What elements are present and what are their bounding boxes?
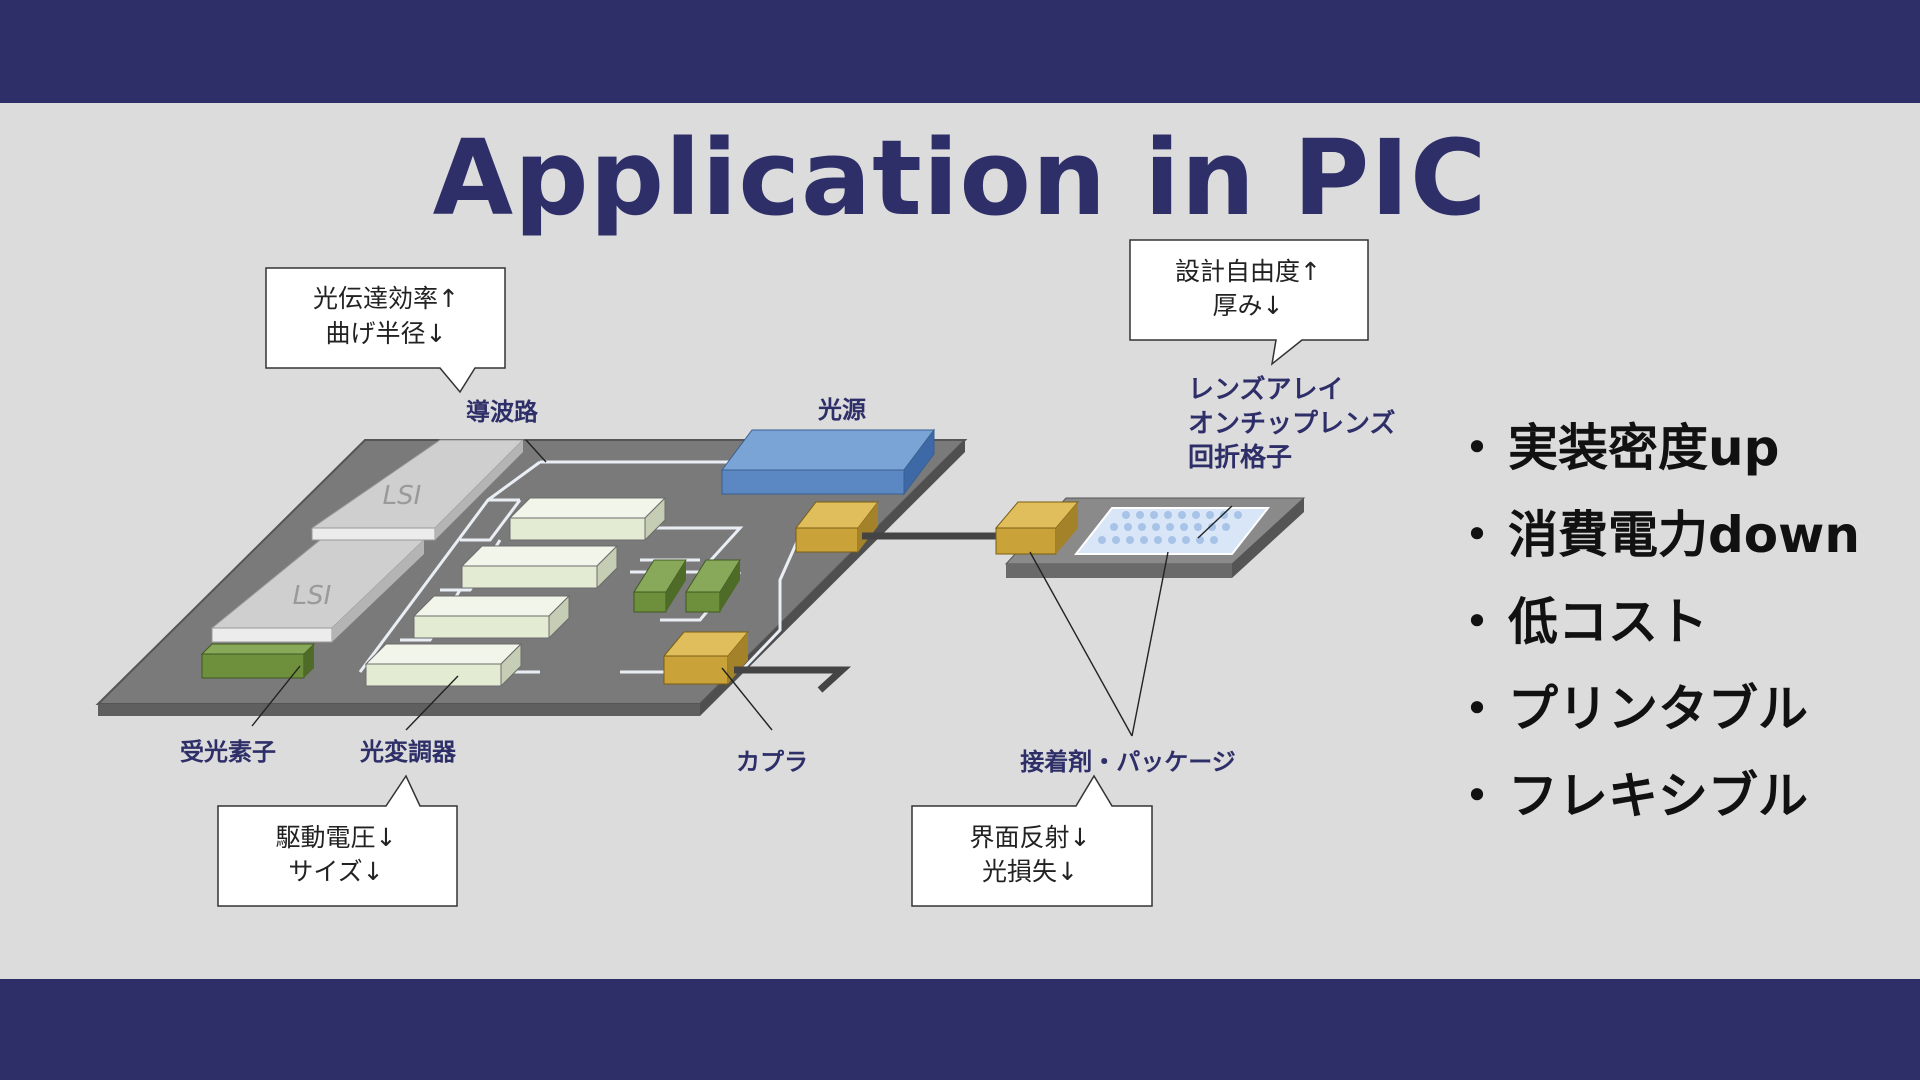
light-source bbox=[721, 428, 935, 496]
bullet-marker: ・ bbox=[1452, 593, 1502, 651]
benefit-item: ・プリンタブル bbox=[1452, 666, 1860, 753]
callout-lens: 設計自由度↑ 厚み↓ bbox=[1129, 239, 1369, 366]
callout-modulator: 駆動電圧↓ サイズ↓ bbox=[217, 774, 458, 907]
modulator-block-3 bbox=[412, 594, 571, 640]
callout-adhesive: 界面反射↓ 光損失↓ bbox=[911, 774, 1153, 907]
benefits-list: ・実装密度up ・消費電力down ・低コスト ・プリンタブル ・フレキシブル bbox=[1452, 405, 1860, 840]
lsi-label-1: LSI bbox=[383, 481, 422, 511]
callout-adhesive-line1: 界面反射↓ bbox=[970, 823, 1091, 852]
benefit-text: 実装密度up bbox=[1508, 419, 1780, 477]
modulator-block-4 bbox=[364, 642, 523, 688]
benefit-item: ・実装密度up bbox=[1452, 405, 1860, 492]
modulator-block-1 bbox=[508, 496, 667, 542]
adhesive-label: 接着剤・パッケージ bbox=[1020, 748, 1236, 776]
coupler-3 bbox=[994, 501, 1080, 555]
benefit-item: ・低コスト bbox=[1452, 579, 1860, 666]
coupler-1 bbox=[794, 501, 880, 553]
coupler-label: カプラ bbox=[736, 748, 808, 776]
bullet-marker: ・ bbox=[1452, 419, 1502, 477]
lens-label-line2: オンチップレンズ bbox=[1188, 408, 1395, 439]
lsi-chip-2 bbox=[210, 539, 426, 643]
benefit-item: ・フレキシブル bbox=[1452, 753, 1860, 840]
callout-lens-line2: 厚み↓ bbox=[1213, 291, 1284, 320]
benefit-text: 低コスト bbox=[1508, 593, 1708, 651]
main-board-edge bbox=[98, 704, 700, 716]
callout-lens-line1: 設計自由度↑ bbox=[1175, 257, 1321, 286]
waveguide-label: 導波路 bbox=[466, 398, 539, 426]
modulator-label: 光変調器 bbox=[359, 738, 457, 766]
green-element-1 bbox=[633, 559, 687, 613]
top-banner bbox=[0, 0, 1920, 103]
callout-waveguide-line1: 光伝達効率↑ bbox=[313, 284, 459, 313]
benefit-text: フレキシブル bbox=[1508, 767, 1808, 825]
coupler-2 bbox=[662, 631, 750, 685]
bullet-marker: ・ bbox=[1452, 506, 1502, 564]
lens-dots bbox=[1098, 511, 1242, 544]
lens-label-line3: 回折格子 bbox=[1188, 442, 1292, 473]
modulator-block-2 bbox=[460, 544, 619, 590]
green-element-2 bbox=[685, 559, 741, 613]
callout-waveguide: 光伝達効率↑ 曲げ半径↓ bbox=[265, 267, 506, 394]
leader-lines bbox=[251, 439, 1233, 737]
bottom-banner bbox=[0, 979, 1920, 1080]
benefit-text: 消費電力down bbox=[1508, 506, 1860, 564]
callout-adhesive-line2: 光損失↓ bbox=[982, 857, 1078, 886]
lsi-label-2: LSI bbox=[293, 581, 332, 611]
lens-label-line1: レンズアレイ bbox=[1188, 374, 1343, 405]
callout-modulator-line1: 駆動電圧↓ bbox=[276, 823, 397, 852]
fiber-cable-2 bbox=[734, 666, 852, 693]
callout-modulator-line2: サイズ↓ bbox=[288, 857, 383, 886]
bullet-marker: ・ bbox=[1452, 680, 1502, 738]
photodetector-label: 受光素子 bbox=[180, 738, 276, 766]
lsi-chip-1 bbox=[310, 439, 525, 541]
page-title: Application in PIC bbox=[432, 117, 1488, 239]
callout-waveguide-line2: 曲げ半径↓ bbox=[326, 319, 447, 348]
benefit-text: プリンタブル bbox=[1508, 680, 1808, 738]
photodetector bbox=[200, 643, 316, 679]
benefit-item: ・消費電力down bbox=[1452, 492, 1860, 579]
bullet-marker: ・ bbox=[1452, 767, 1502, 825]
light-source-label: 光源 bbox=[817, 396, 866, 424]
lens-array bbox=[1073, 507, 1271, 555]
